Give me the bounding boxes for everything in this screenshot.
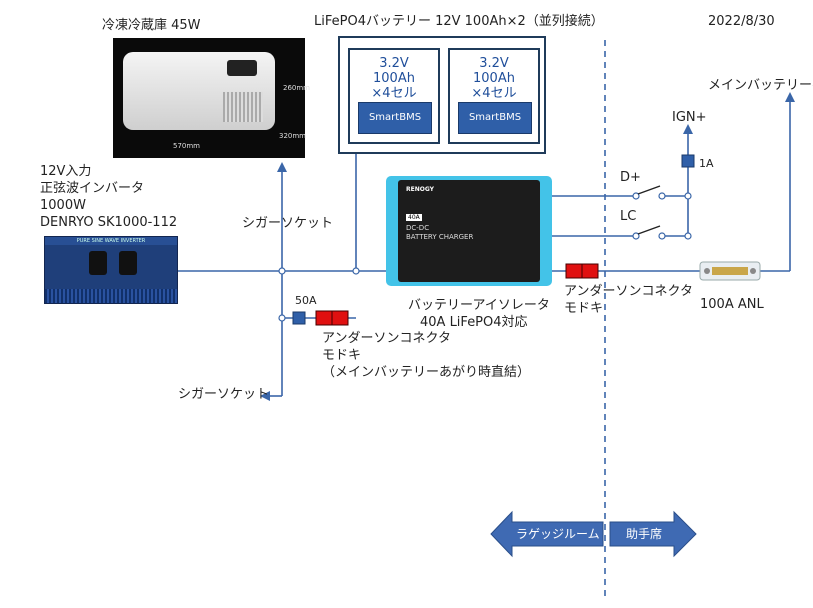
arrow-left-socket	[260, 391, 270, 401]
inverter-head: PURE SINE WAVE INVERTER	[45, 237, 177, 245]
anl-fuse	[699, 261, 761, 281]
cigar-socket-top-label: シガーソケット	[242, 216, 334, 231]
fuse-50a	[292, 311, 306, 325]
fuse-50a-label: 50A	[295, 294, 317, 307]
fridge-body	[123, 52, 275, 130]
inverter-line-3: 1000W	[40, 198, 86, 213]
inverter-outlet	[119, 251, 137, 275]
fridge-image: 570mm 320mm 260mm	[113, 38, 310, 158]
inverter-vent	[45, 289, 177, 303]
arrow-up-main-battery	[785, 92, 795, 102]
inverter-line-4: DENRYO SK1000-112	[40, 215, 178, 230]
charger-label-1: バッテリーアイソレータ	[408, 298, 550, 313]
anl-label: 100A ANL	[700, 297, 764, 312]
battery-cell-1: 3.2V 100Ah ×4セル SmartBMS	[348, 48, 440, 144]
junction-dot	[632, 192, 640, 200]
inverter-image: PURE SINE WAVE INVERTER	[44, 236, 178, 304]
anderson-right-label-1: アンダーソンコネクタ	[564, 284, 693, 299]
fridge-control-panel	[227, 60, 257, 76]
dplus-switch	[637, 185, 661, 195]
anderson-left-label-2: モドキ	[322, 348, 362, 363]
anderson-left-label-3: （メインバッテリーあがり時直結）	[322, 365, 531, 380]
zone-right-label: 助手席	[626, 527, 663, 541]
charger-amp-badge: 40A	[406, 214, 422, 221]
anderson-connector-left	[315, 310, 333, 326]
junction-dot	[278, 267, 286, 275]
junction-dot	[278, 314, 286, 322]
fridge-dim-height: 260mm	[283, 84, 310, 92]
zone-arrow-left	[490, 510, 604, 558]
ign-label: IGN+	[672, 110, 707, 125]
battery-title: LiFePO4バッテリー 12V 100Ah×2（並列接続）	[314, 14, 604, 29]
fridge-dim-depth: 320mm	[279, 132, 306, 140]
arrow-up-fridge	[277, 162, 287, 172]
dplus-label: D+	[620, 170, 641, 185]
zone-left-label: ラゲッジルーム	[516, 527, 600, 541]
zone-arrow-right	[609, 510, 697, 558]
battery-box: 3.2V 100Ah ×4セル SmartBMS 3.2V 100Ah ×4セル…	[338, 36, 546, 154]
charger-face: RENOGY 40A DC-DC BATTERY CHARGER	[398, 180, 540, 282]
fridge-label: 冷凍冷蔵庫 45W	[102, 18, 201, 33]
inverter-outlet	[89, 251, 107, 275]
cigar-socket-bottom-label: シガーソケット	[178, 387, 270, 402]
anderson-left-label-1: アンダーソンコネクタ	[322, 331, 451, 346]
junction-dot	[684, 232, 692, 240]
fuse-1a-label: 1A	[699, 157, 714, 170]
lc-label: LC	[620, 209, 637, 224]
junction-dot	[632, 232, 640, 240]
fridge-dim-width: 570mm	[173, 142, 200, 150]
junction-dot	[684, 192, 692, 200]
inverter-line-1: 12V入力	[40, 164, 92, 179]
lc-switch	[637, 225, 661, 235]
charger-brand: RENOGY	[406, 186, 434, 193]
junction-dot	[658, 232, 666, 240]
main-battery-label: メインバッテリーへ	[708, 78, 813, 93]
arrow-up-ign	[683, 124, 693, 134]
smartbms-box: SmartBMS	[358, 102, 432, 134]
dcdc-charger-image: RENOGY 40A DC-DC BATTERY CHARGER	[386, 176, 552, 286]
fridge-vent	[223, 92, 263, 122]
battery-cell-2: 3.2V 100Ah ×4セル SmartBMS	[448, 48, 540, 144]
junction-dot	[658, 192, 666, 200]
charger-label-2: 40A LiFePO4対応	[420, 315, 528, 330]
charger-face-text: DC-DC BATTERY CHARGER	[406, 224, 474, 241]
date-label: 2022/8/30	[708, 14, 775, 29]
inverter-line-2: 正弦波インバータ	[40, 181, 145, 196]
junction-dot	[352, 267, 360, 275]
anderson-right-label-2: モドキ	[564, 301, 604, 316]
fuse-1a	[681, 154, 695, 168]
smartbms-box: SmartBMS	[458, 102, 532, 134]
anderson-connector-right	[565, 263, 583, 279]
